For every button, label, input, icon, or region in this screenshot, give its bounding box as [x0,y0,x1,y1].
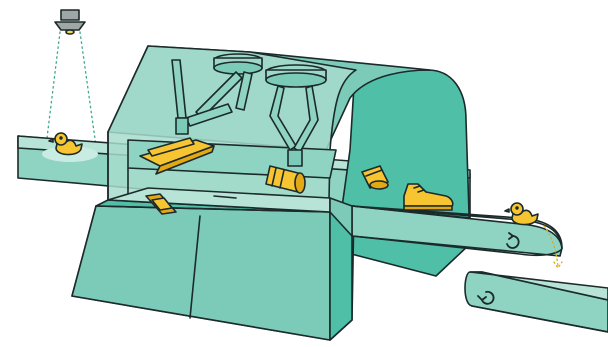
lamp-icon [55,10,85,34]
light-beam [46,32,96,146]
lower-conveyor-belt [465,272,608,332]
duck-icon [505,203,538,225]
